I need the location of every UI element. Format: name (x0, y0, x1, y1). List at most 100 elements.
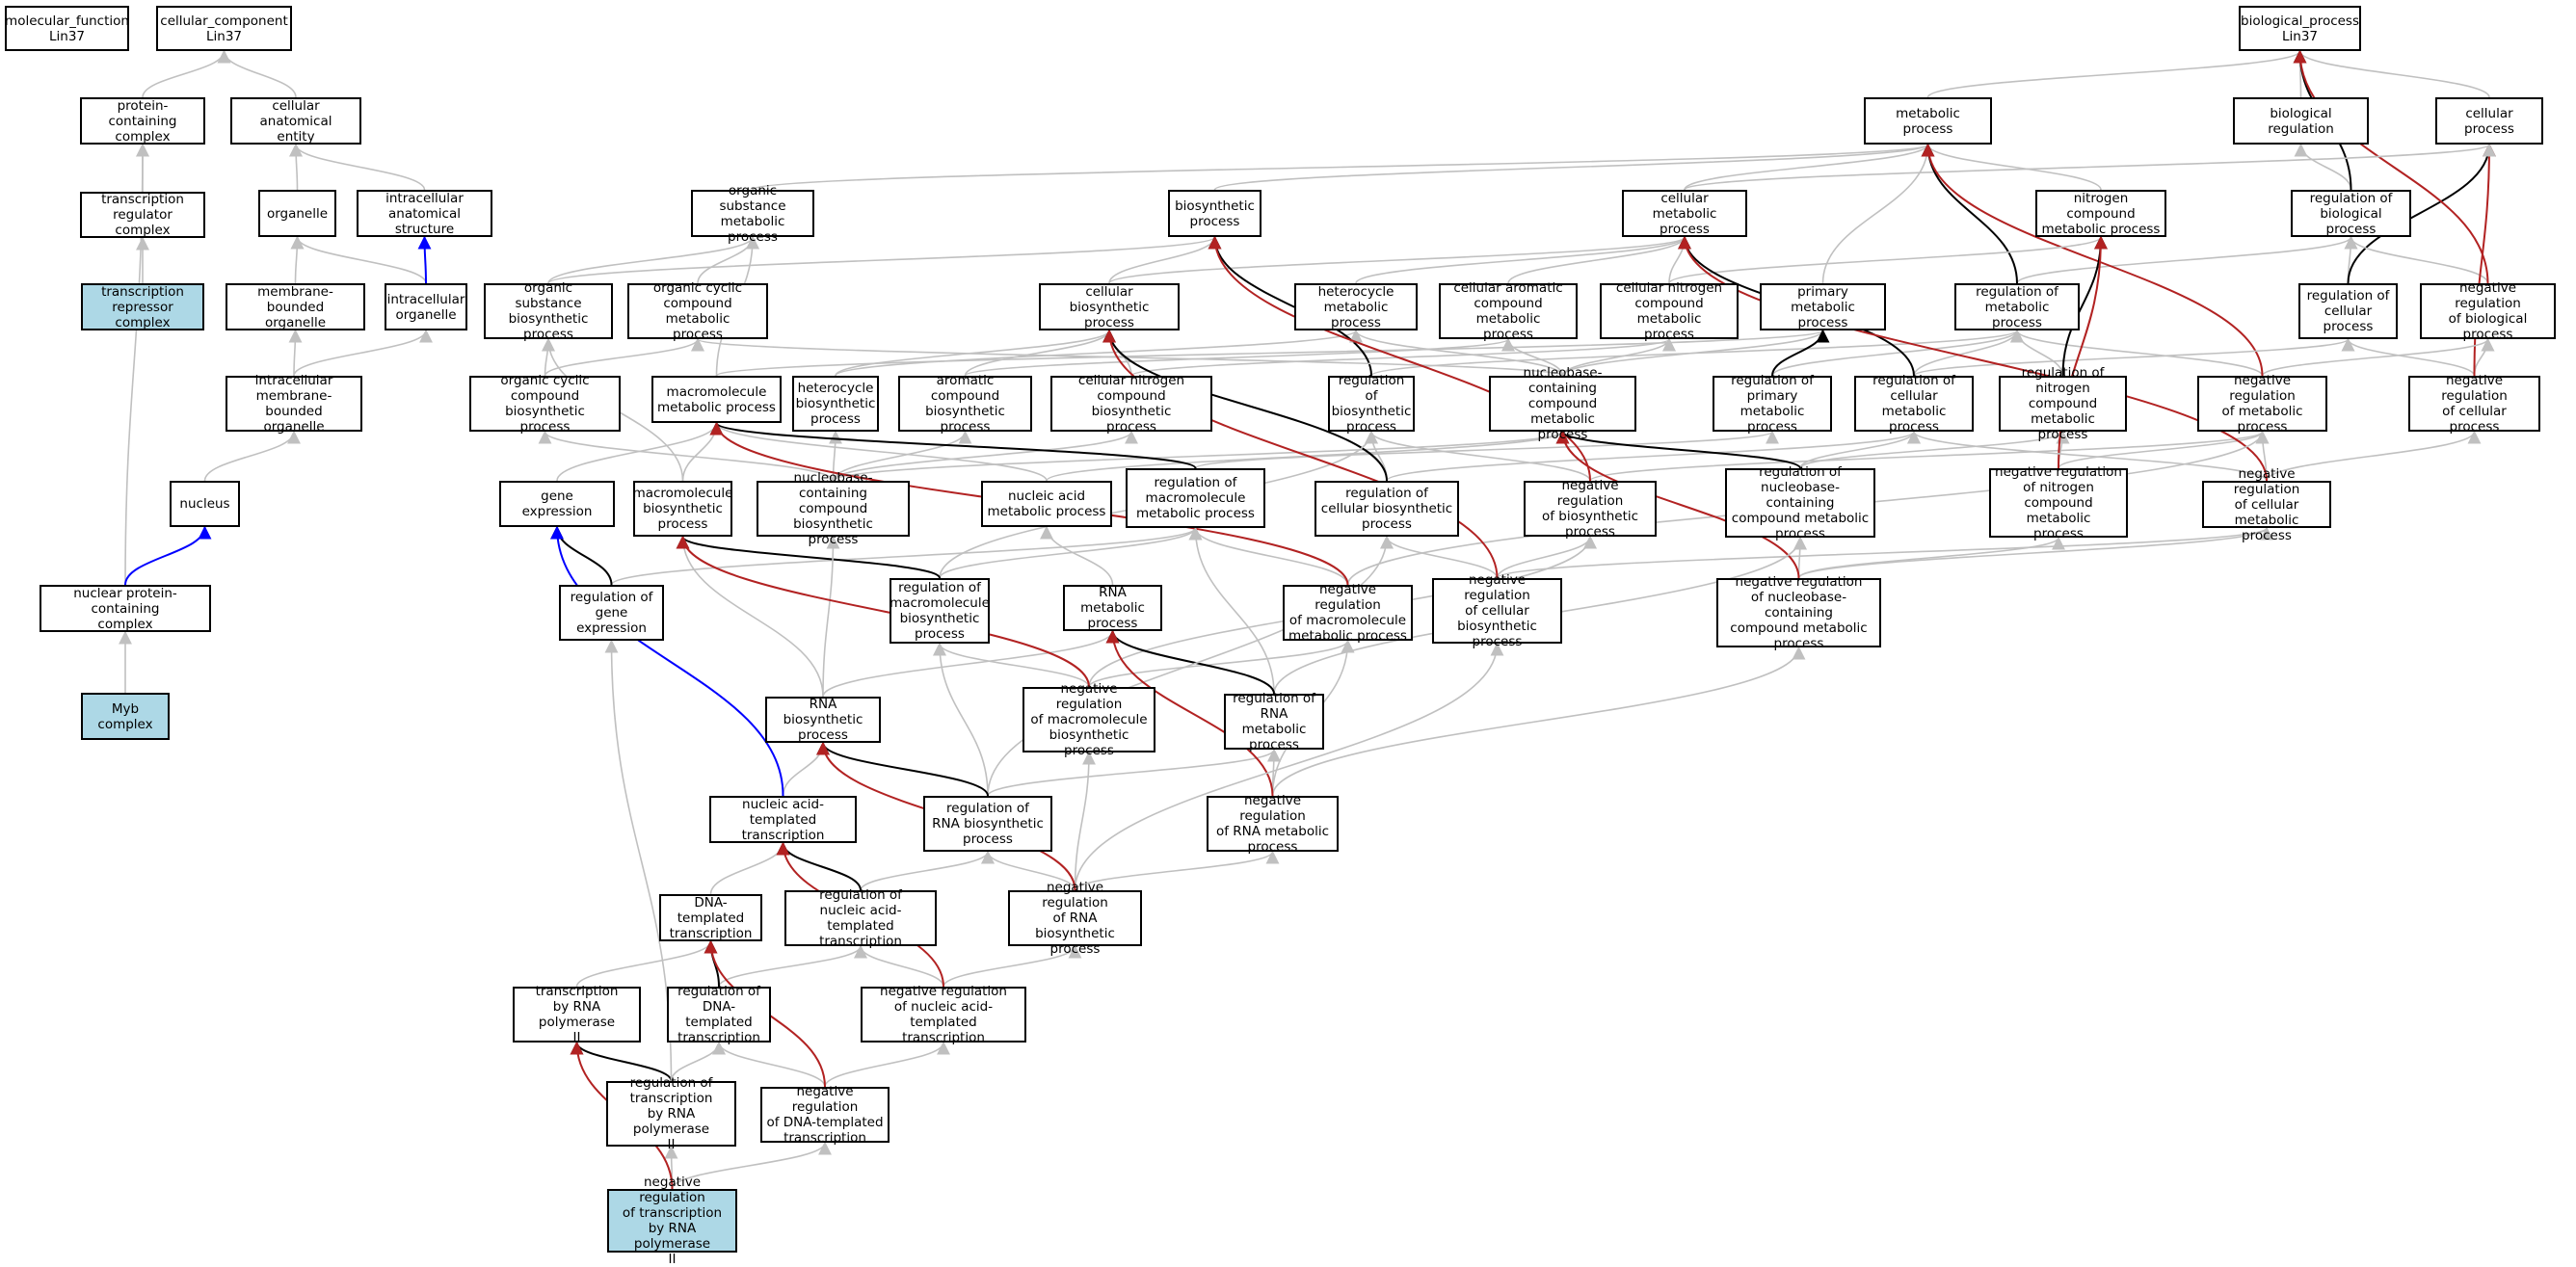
go-term-node-macmp[interactable]: macromolecule metabolic process (651, 376, 782, 423)
go-term-node-rdtt[interactable]: regulation of DNA-templated transcriptio… (667, 984, 771, 1045)
edge-is-a (691, 337, 1564, 377)
edge-is-a (547, 235, 1222, 284)
go-term-node-nbcbp[interactable]: nucleobase-containing compound biosynthe… (757, 470, 910, 547)
go-term-node-rnamp[interactable]: RNA metabolic process (1063, 585, 1162, 631)
go-term-node-rrnabp[interactable]: regulation of RNA biosynthetic process (923, 796, 1052, 852)
go-term-node-nrtrnap2[interactable]: negative regulation of transcription by … (607, 1175, 737, 1267)
go-term-node-cae[interactable]: cellular anatomical entity (230, 97, 361, 145)
go-term-node-nrmacmp[interactable]: negative regulation of macromolecule met… (1283, 582, 1413, 644)
go-term-node-rtrnap2[interactable]: regulation of transcription by RNA polym… (606, 1075, 736, 1152)
edge-is-a (964, 337, 1515, 377)
go-term-node-mbp[interactable]: macromolecule biosynthetic process (633, 481, 732, 537)
go-term-node-trnap2[interactable]: transcription by RNA polymerase II (513, 984, 641, 1045)
edge-is-a (1271, 646, 1806, 797)
edge-is-a (822, 535, 840, 698)
go-term-node-rrnamp[interactable]: regulation of RNA metabolic process (1224, 691, 1324, 752)
go-term-node-trepc[interactable]: transcription repressor complex (81, 283, 204, 330)
go-term-node-rbiosyn[interactable]: regulation of biosynthetic process (1328, 373, 1415, 435)
go-term-node-bioreg[interactable]: biological regulation (2233, 97, 2369, 145)
go-term-node-ge[interactable]: gene expression (499, 481, 615, 527)
go-term-node-nbcmp[interactable]: nucleobase-containing compound metabolic… (1489, 365, 1636, 442)
go-term-node-namp[interactable]: nucleic acid metabolic process (981, 481, 1112, 527)
go-term-node-rnatt[interactable]: regulation of nucleic acid-templated tra… (784, 887, 937, 949)
go-term-node-nrnbcmp[interactable]: negative regulation of nucleobase-contai… (1716, 574, 1881, 651)
edge-is-a (142, 49, 231, 98)
go-term-node-cc[interactable]: cellular_component Lin37 (156, 6, 292, 51)
go-term-node-nucleus[interactable]: nucleus (170, 481, 240, 527)
go-term-node-rbp[interactable]: regulation of biological process (2291, 190, 2411, 237)
go-term-node-nrcbp[interactable]: negative regulation of cellular biosynth… (1432, 572, 1562, 649)
go-term-node-nrnatt[interactable]: negative regulation of nucleic acid-temp… (861, 984, 1026, 1045)
go-term-node-ncmp[interactable]: nitrogen compound metabolic process (2035, 190, 2166, 237)
go-term-node-mbo[interactable]: membrane-bounded organelle (226, 283, 365, 330)
go-term-node-npcc[interactable]: nuclear protein-containing complex (40, 585, 211, 632)
go-term-node-cncmp[interactable]: cellular nitrogen compound metabolic pro… (1600, 280, 1739, 342)
edge-is-a (1088, 639, 1355, 688)
go-term-node-nrcmp[interactable]: negative regulation of cellular metaboli… (2202, 466, 2331, 543)
go-term-node-rncmp[interactable]: regulation of nitrogen compound metaboli… (1999, 365, 2127, 442)
edge-is-a (2016, 235, 2358, 284)
edge-is-a (860, 850, 995, 891)
go-term-node-nrdtt[interactable]: negative regulation of DNA-templated tra… (760, 1084, 890, 1146)
edge-is-a (1589, 430, 2270, 482)
edge-is-a (1668, 235, 2108, 284)
go-term-node-rcp[interactable]: regulation of cellular process (2298, 283, 2398, 339)
edge-is-a (2293, 49, 2490, 98)
go-term-node-rcmp[interactable]: regulation of cellular metabolic process (1854, 373, 1974, 435)
go-term-node-metproc[interactable]: metabolic process (1864, 97, 1992, 145)
go-term-node-nrmp[interactable]: negative regulation of metabolic process (2197, 373, 2327, 435)
go-term-node-nrcp[interactable]: negative regulation of cellular process (2408, 373, 2540, 435)
go-term-node-nrmbp[interactable]: negative regulation of macromolecule bio… (1022, 681, 1155, 758)
go-term-node-imbo[interactable]: intracellular membrane-bounded organelle (226, 373, 362, 435)
edge-is-a (2341, 337, 2476, 377)
go-term-node-occmp[interactable]: organic cyclic compound metabolic proces… (627, 280, 768, 342)
go-term-node-rmbp[interactable]: regulation of macromolecule biosynthetic… (890, 578, 990, 644)
go-term-node-nrrnabp[interactable]: negative regulation of RNA biosynthetic … (1008, 880, 1142, 957)
go-term-node-hmp[interactable]: heterocycle metabolic process (1294, 283, 1418, 330)
go-term-node-dtt[interactable]: DNA-templated transcription (659, 894, 762, 941)
edge-negatively-regulates (1678, 235, 2268, 482)
edge-is-a (1684, 143, 1935, 191)
edge-is-a (964, 329, 1116, 377)
edge-is-a (824, 1041, 950, 1088)
go-term-node-cncbp[interactable]: cellular nitrogen compound biosynthetic … (1050, 373, 1212, 435)
go-term-node-osmp[interactable]: organic substance metabolic process (691, 183, 814, 245)
go-term-node-trc[interactable]: transcription regulator complex (80, 192, 205, 238)
go-term-node-rnbcmp[interactable]: regulation of nucleobase-containing comp… (1725, 464, 1875, 541)
go-term-node-myb[interactable]: Myb complex (81, 693, 170, 740)
edge-is-a (1355, 235, 1691, 284)
go-term-node-pmp[interactable]: primary metabolic process (1760, 283, 1886, 330)
edge-regulates (776, 841, 862, 891)
edge-is-a (1913, 329, 2024, 377)
go-term-node-osbp[interactable]: organic substance biosynthetic process (484, 280, 613, 342)
go-term-node-organelle[interactable]: organelle (258, 190, 336, 237)
go-term-node-acbp[interactable]: aromatic compound biosynthetic process (898, 373, 1032, 435)
go-term-node-nrncmp[interactable]: negative regulation of nitrogen compound… (1989, 464, 2128, 541)
go-term-node-natt[interactable]: nucleic acid-templated transcription (709, 796, 857, 843)
go-term-node-ias[interactable]: intracellular anatomical structure (357, 190, 492, 237)
go-term-node-rcbp[interactable]: regulation of cellular biosynthetic proc… (1315, 481, 1459, 537)
edge-negatively-regulates (1102, 329, 1499, 579)
go-term-node-hbp[interactable]: heterocycle biosynthetic process (792, 376, 879, 432)
go-term-node-cmp[interactable]: cellular metabolic process (1622, 190, 1747, 237)
go-term-node-occbp[interactable]: organic cyclic compound biosynthetic pro… (469, 373, 621, 435)
go-term-node-rnabp[interactable]: RNA biosynthetic process (765, 697, 881, 743)
go-term-node-rge[interactable]: regulation of gene expression (559, 585, 664, 641)
go-term-node-cellproc[interactable]: cellular process (2435, 97, 2543, 145)
edge-is-a (1188, 526, 1275, 695)
go-term-node-cbp[interactable]: cellular biosynthetic process (1039, 283, 1180, 330)
go-term-node-biosyn[interactable]: biosynthetic process (1168, 190, 1261, 237)
edge-regulates (1771, 329, 1830, 377)
go-term-node-nrbp[interactable]: negative regulation of biological proces… (2420, 280, 2556, 342)
go-term-node-cacmp[interactable]: cellular aromatic compound metabolic pro… (1439, 280, 1578, 342)
go-term-node-bp[interactable]: biological_process Lin37 (2239, 6, 2361, 51)
go-term-node-nrrnamp[interactable]: negative regulation of RNA metabolic pro… (1207, 793, 1339, 855)
go-term-node-rmp[interactable]: regulation of metabolic process (1954, 283, 2080, 330)
go-term-node-rmacmp[interactable]: regulation of macromolecule metabolic pr… (1126, 468, 1265, 528)
go-term-node-pcc[interactable]: protein-containing complex (80, 97, 205, 145)
go-term-node-mf[interactable]: molecular_function Lin37 (5, 6, 129, 51)
go-term-node-nrbiosyn[interactable]: negative regulation of biosynthetic proc… (1524, 478, 1657, 540)
go-term-node-io[interactable]: intracellular organelle (385, 283, 467, 330)
go-term-node-rpmp[interactable]: regulation of primary metabolic process (1713, 373, 1832, 435)
